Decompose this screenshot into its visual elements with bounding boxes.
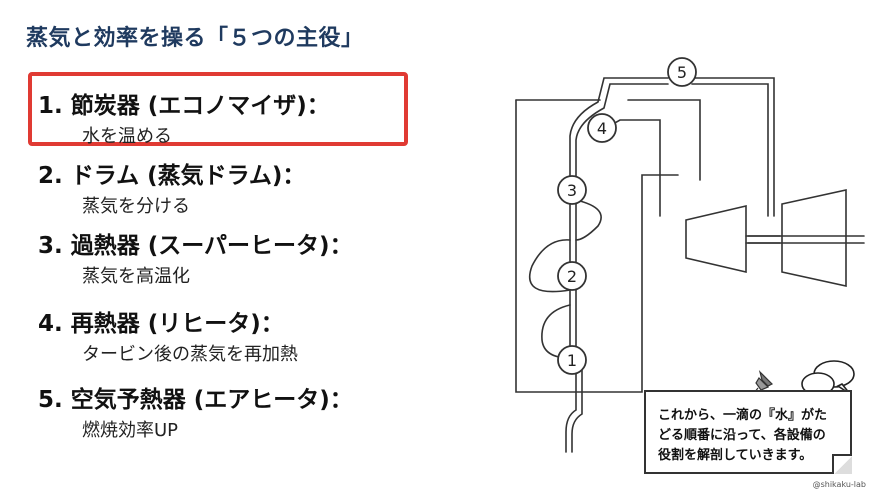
list-item: 2. ドラム (蒸気ドラム)： 蒸気を分ける	[38, 156, 305, 218]
credit-text: @shikaku-lab	[812, 480, 866, 489]
item-number: 1.	[38, 93, 63, 119]
marker-3: 3	[557, 175, 587, 205]
item-description: 水を温める	[82, 126, 172, 147]
item-name: 過熱器 (スーパーヒータ)：	[70, 233, 353, 259]
list-item: 1. 節炭器 (エコノマイザ)： 水を温める	[38, 86, 330, 148]
coil-loop	[575, 199, 602, 241]
svg-text:3: 3	[567, 181, 577, 200]
item-number: 3.	[38, 233, 63, 259]
svg-text:5: 5	[677, 63, 687, 82]
coil-loop	[528, 239, 571, 293]
item-description: タービン後の蒸気を再加熱	[82, 344, 298, 365]
item-name: 空気予熱器 (エアヒータ)：	[70, 387, 353, 413]
header-pipe	[691, 77, 775, 217]
marker-2: 2	[557, 261, 587, 291]
component-list: 1. 節炭器 (エコノマイザ)： 水を温める 2. ドラム (蒸気ドラム)： 蒸…	[38, 0, 458, 495]
svg-text:4: 4	[597, 119, 607, 138]
item-number: 2.	[38, 163, 63, 189]
list-item: 4. 再熱器 (リヒータ)： タービン後の蒸気を再加熱	[38, 304, 298, 366]
item-name: ドラム (蒸気ドラム)：	[70, 163, 306, 189]
svg-text:1: 1	[567, 351, 577, 370]
page-title: 蒸気と効率を操る「５つの主役」	[26, 26, 364, 51]
svg-text:2: 2	[567, 267, 577, 286]
item-description: 燃焼効率UP	[82, 420, 179, 441]
note-line: どる順番に沿って、各設備の	[658, 428, 826, 443]
note-line: これから、一滴の『水』がた	[658, 408, 828, 423]
item-name: 節炭器 (エコノマイザ)：	[70, 93, 330, 119]
page-curl	[832, 454, 852, 474]
boiler-wall	[515, 99, 679, 393]
list-item: 3. 過熱器 (スーパーヒータ)： 蒸気を高温化	[38, 226, 353, 288]
note-card: これから、一滴の『水』がた どる順番に沿って、各設備の 役割を解剖していきます。	[644, 390, 852, 474]
marker-5: 5	[667, 57, 697, 87]
feedwater-pipe	[565, 359, 577, 453]
item-name: 再熱器 (リヒータ)：	[70, 311, 284, 337]
boiler-inner-wall	[627, 99, 701, 181]
list-item: 5. 空気予熱器 (エアヒータ)： 燃焼効率UP	[38, 380, 353, 442]
item-description: 蒸気を高温化	[82, 266, 190, 287]
boiler-diagram: 1 2 3 4 5	[515, 57, 865, 453]
highlight-box	[28, 72, 408, 146]
marker-1: 1	[557, 345, 587, 375]
speech-bubble-icon	[801, 360, 855, 401]
marker-4: 4	[587, 113, 617, 143]
item-number: 5.	[38, 387, 63, 413]
hp-turbine	[685, 204, 747, 274]
coil-loop	[541, 304, 571, 359]
riser-pipe	[569, 77, 669, 361]
item-description: 蒸気を分ける	[82, 196, 190, 217]
item-number: 4.	[38, 311, 63, 337]
lp-turbine	[781, 189, 847, 287]
note-line: 役割を解剖していきます。	[658, 448, 813, 463]
